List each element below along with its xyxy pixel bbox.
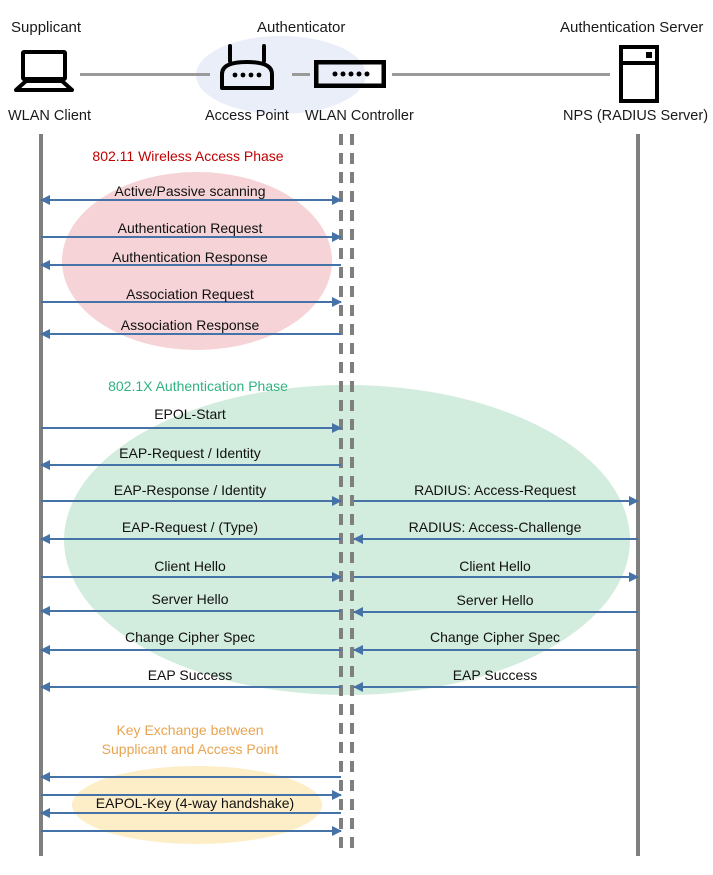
- message-arrow: [353, 645, 638, 655]
- phase-blob-8021x: [64, 385, 630, 695]
- message-arrow: [353, 607, 638, 617]
- message-arrow: [353, 682, 638, 692]
- message-label: Authentication Request: [117, 220, 263, 236]
- phase-caption-8021x: 802.1X Authentication Phase: [108, 378, 288, 394]
- phase-caption-80211: 802.11 Wireless Access Phase: [92, 148, 284, 164]
- role-title-supplicant: Supplicant: [11, 19, 82, 36]
- message-arrow: [354, 496, 639, 506]
- message-arrow: [40, 645, 341, 655]
- node-label-access-point: Access Point: [205, 108, 289, 124]
- message-arrow: [40, 460, 341, 470]
- node-label-wlan-client: WLAN Client: [8, 108, 91, 124]
- message-label: EPOL-Start: [154, 406, 226, 422]
- message-arrow: [40, 260, 341, 270]
- message-label: EAP Success: [147, 667, 233, 683]
- message-arrow: [41, 297, 342, 307]
- node-label-wlan-controller: WLAN Controller: [305, 108, 414, 124]
- message-label: EAP Success: [452, 667, 538, 683]
- lifeline-supplicant: [39, 134, 43, 856]
- phase-blob-80211: [62, 172, 332, 350]
- message-arrow: [41, 496, 342, 506]
- wire-controller-to-server: [392, 73, 610, 76]
- lifeline-auth-server: [636, 134, 640, 856]
- message-label: EAPOL-Key (4-way handshake): [95, 795, 295, 811]
- message-label: Active/Passive scanning: [114, 183, 266, 199]
- wire-ap-to-controller: [292, 73, 310, 76]
- laptop-icon: [14, 50, 74, 99]
- message-label: EAP-Request / (Type): [121, 519, 259, 535]
- wire-client-to-ap: [80, 73, 210, 76]
- message-label: RADIUS: Access-Challenge: [408, 519, 582, 535]
- message-label: Change Cipher Spec: [125, 629, 255, 645]
- message-label: EAP-Request / Identity: [119, 445, 261, 461]
- message-label: Authentication Response: [112, 249, 268, 265]
- role-title-authenticator: Authenticator: [257, 19, 346, 36]
- access-point-icon: [216, 44, 278, 97]
- message-arrow: [41, 232, 342, 242]
- message-label: Server Hello: [151, 591, 229, 607]
- message-arrow: [41, 572, 342, 582]
- message-label: EAP-Response / Identity: [113, 482, 267, 498]
- message-arrow-head-right: [41, 195, 342, 205]
- message-arrow: [40, 606, 341, 616]
- message-arrow: [40, 682, 341, 692]
- message-arrow: [353, 534, 638, 544]
- message-arrow: [40, 808, 341, 818]
- message-label: RADIUS: Access-Request: [414, 482, 576, 498]
- phase-caption-key-exchange: Key Exchange between Supplicant and Acce…: [101, 722, 279, 757]
- server-icon: [618, 45, 660, 108]
- message-label: Client Hello: [154, 558, 226, 574]
- message-arrow: [40, 534, 341, 544]
- role-title-authentication-server: Authentication Server: [560, 19, 704, 36]
- message-label: Client Hello: [459, 558, 531, 574]
- message-label: Association Request: [126, 286, 254, 302]
- lifeline-wlan-controller: [350, 134, 354, 856]
- message-label: Association Response: [120, 317, 260, 333]
- message-arrow: [41, 790, 342, 800]
- lifeline-access-point: [339, 134, 343, 856]
- authenticator-group-blob: [196, 36, 366, 114]
- message-arrow: [41, 826, 342, 836]
- message-arrow: [40, 772, 341, 782]
- message-label: Change Cipher Spec: [430, 629, 560, 645]
- message-label: Server Hello: [456, 592, 534, 608]
- message-arrow: [41, 423, 342, 433]
- wlan-controller-icon: [313, 59, 387, 93]
- message-arrow: [40, 329, 341, 339]
- message-arrow: [354, 572, 639, 582]
- node-label-nps-radius-server: NPS (RADIUS Server): [563, 108, 709, 124]
